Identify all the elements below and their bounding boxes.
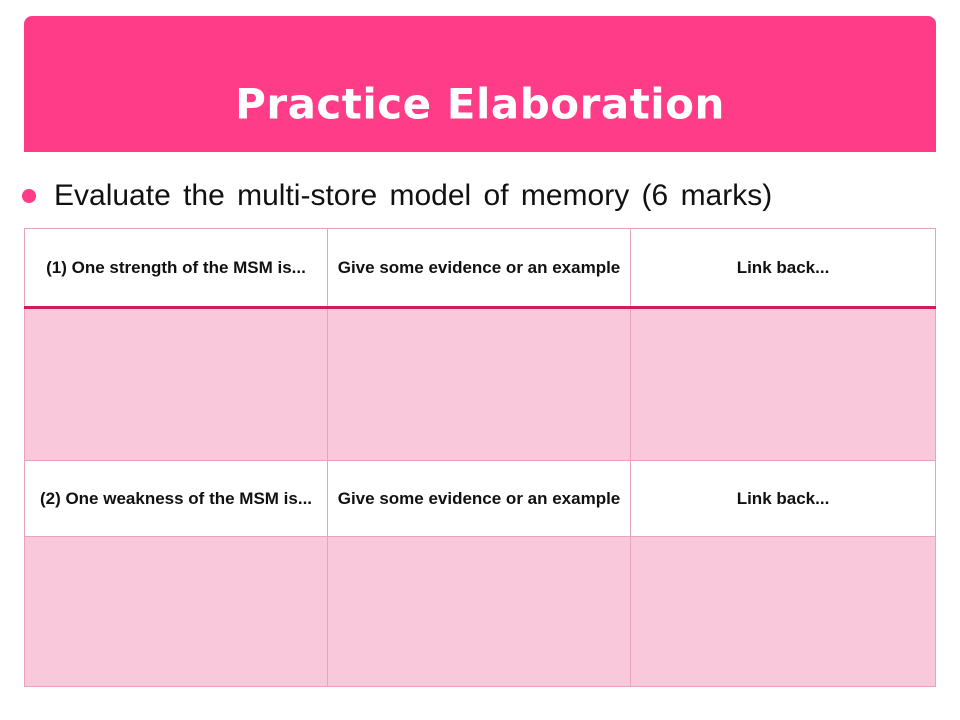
- weakness-answer-cell[interactable]: [24, 536, 328, 687]
- weakness-header-row: (2) One weakness of the MSM is... Give s…: [24, 460, 936, 537]
- strength-answer-row: [24, 307, 936, 461]
- strength-evidence-answer-cell[interactable]: [327, 307, 631, 461]
- elaboration-table: (1) One strength of the MSM is... Give s…: [24, 228, 936, 687]
- weakness-evidence-answer-cell[interactable]: [327, 536, 631, 687]
- strength-header-row: (1) One strength of the MSM is... Give s…: [24, 228, 936, 309]
- strength-prompt-cell: (1) One strength of the MSM is...: [24, 228, 328, 309]
- strength-answer-cell[interactable]: [24, 307, 328, 461]
- strength-link-back-answer-cell[interactable]: [630, 307, 936, 461]
- bullet-dot-icon: [22, 189, 36, 203]
- weakness-evidence-prompt-cell: Give some evidence or an example: [327, 460, 631, 537]
- task-bullet: Evaluate the multi-store model of memory…: [22, 174, 772, 218]
- title-banner: Practice Elaboration: [24, 16, 936, 152]
- task-prompt: Evaluate the multi-store model of memory…: [54, 179, 773, 212]
- weakness-prompt-cell: (2) One weakness of the MSM is...: [24, 460, 328, 537]
- link-back-prompt-cell: Link back...: [630, 228, 936, 309]
- weakness-answer-row: [24, 536, 936, 687]
- weakness-link-back-prompt-cell: Link back...: [630, 460, 936, 537]
- weakness-link-back-answer-cell[interactable]: [630, 536, 936, 687]
- slide-title: Practice Elaboration: [235, 79, 725, 129]
- evidence-prompt-cell: Give some evidence or an example: [327, 228, 631, 309]
